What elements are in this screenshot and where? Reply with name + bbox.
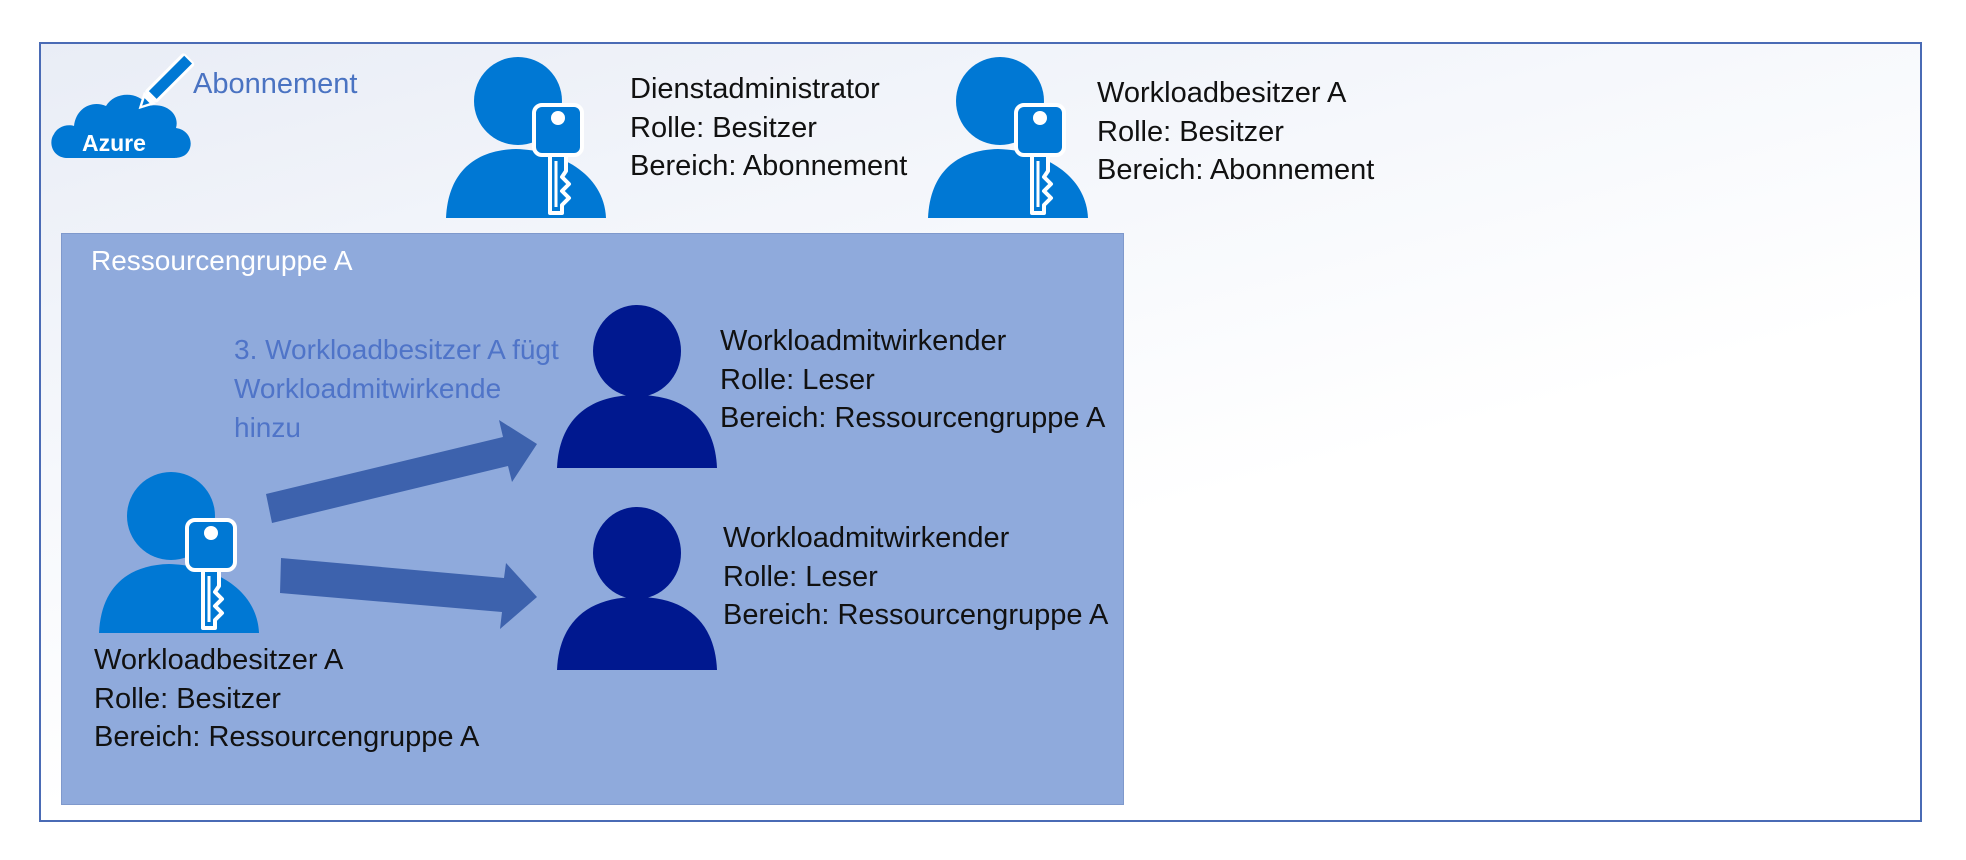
- workload-owner-rg-name: Workloadbesitzer A: [94, 644, 344, 676]
- person-icon: [557, 303, 717, 468]
- workload-owner-sub-scope: Bereich: Abonnement: [1097, 154, 1375, 186]
- workload-owner-rg-scope: Bereich: Ressourcengruppe A: [94, 721, 480, 753]
- action-caption-line: hinzu: [234, 412, 301, 443]
- contributor-scope: Bereich: Ressourcengruppe A: [723, 599, 1109, 631]
- resource-group-title: Ressourcengruppe A: [91, 245, 353, 276]
- contributor-2-info: Workloadmitwirkender Rolle: Leser Bereic…: [723, 519, 1108, 635]
- workload-owner-sub-role: Rolle: Besitzer: [1097, 115, 1284, 148]
- contributor-name: Workloadmitwirkender: [723, 522, 1010, 554]
- contributor-scope: Bereich: Ressourcengruppe A: [720, 402, 1106, 434]
- workload-owner-sub-info: Workloadbesitzer A Rolle: Besitzer Berei…: [1097, 74, 1374, 190]
- resource-group-box: [61, 233, 1124, 805]
- service-admin-info: Dienstadministrator Rolle: Besitzer Bere…: [630, 70, 907, 186]
- person-with-key-icon: [99, 468, 259, 633]
- person-icon: [557, 505, 717, 670]
- contributor-name: Workloadmitwirkender: [720, 325, 1007, 357]
- azure-logo-text: Azure: [82, 130, 146, 156]
- action-caption-line: Workloadmitwirkende: [234, 373, 502, 404]
- service-admin-role: Rolle: Besitzer: [630, 111, 817, 144]
- subscription-label: Abonnement: [193, 68, 358, 100]
- contributor-role: Rolle: Leser: [723, 560, 878, 593]
- workload-owner-rg-role: Rolle: Besitzer: [94, 682, 281, 715]
- action-caption: 3. Workloadbesitzer A fügt Workloadmitwi…: [234, 330, 559, 447]
- workload-owner-rg-info: Workloadbesitzer A Rolle: Besitzer Berei…: [94, 641, 479, 757]
- azure-logo: Azure: [48, 53, 198, 162]
- arrow-shape: [266, 420, 537, 523]
- arrow-shape: [280, 558, 537, 629]
- contributor-role: Rolle: Leser: [720, 363, 875, 396]
- service-admin-scope: Bereich: Abonnement: [630, 150, 908, 182]
- workload-owner-sub-name: Workloadbesitzer A: [1097, 77, 1347, 109]
- service-admin-name: Dienstadministrator: [630, 73, 880, 105]
- contributor-1-info: Workloadmitwirkender Rolle: Leser Bereic…: [720, 322, 1105, 438]
- azure-cloud-pencil-icon: [51, 53, 195, 158]
- action-caption-line: 3. Workloadbesitzer A fügt: [234, 334, 559, 365]
